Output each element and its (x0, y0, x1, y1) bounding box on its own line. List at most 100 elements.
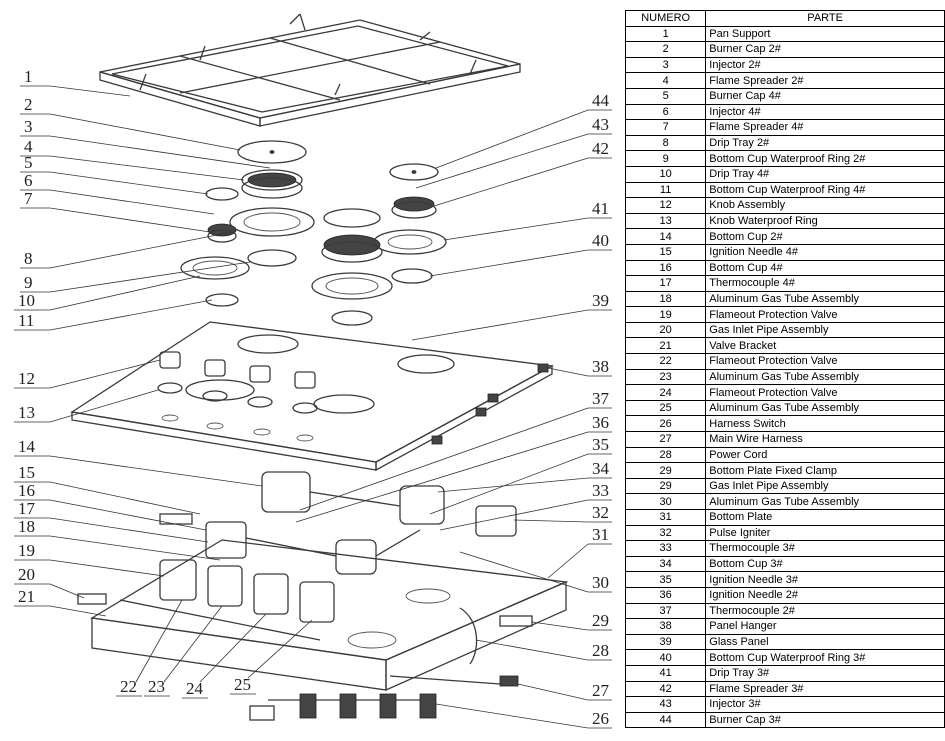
row-number: 16 (624, 259, 707, 277)
row-number: 28 (624, 446, 707, 464)
row-number: 44 (624, 711, 707, 729)
svg-text:12: 12 (18, 369, 35, 388)
row-part-name: Pan Support (705, 25, 945, 43)
svg-text:21: 21 (18, 587, 35, 606)
row-part-name: Flame Spreader 3# (705, 680, 945, 698)
row-part-name: Injector 2# (705, 56, 945, 74)
row-part-name: Bottom Cup 4# (705, 259, 945, 277)
row-number: 9 (624, 150, 707, 167)
row-part-name: Aluminum Gas Tube Assembly (705, 493, 945, 510)
row-number: 39 (624, 633, 707, 651)
callout-30: 30 (459, 551, 612, 593)
callout-43: 43 (415, 115, 612, 189)
callout-25: 25 (230, 619, 313, 695)
wire-harness (249, 607, 519, 721)
header-numero: NUMERO (624, 10, 707, 27)
callout-2: 2 (20, 95, 241, 151)
row-number: 29 (624, 462, 707, 479)
callout-31: 31 (547, 525, 612, 579)
svg-text:30: 30 (592, 573, 609, 592)
row-part-name: Burner Cap 3# (705, 711, 945, 729)
burner-2-stack (229, 140, 315, 267)
row-part-name: Knob Assembly (705, 197, 945, 214)
glass-panel (70, 321, 555, 472)
svg-text:20: 20 (18, 565, 35, 584)
row-number: 33 (624, 540, 707, 557)
svg-text:22: 22 (120, 677, 137, 696)
svg-text:2: 2 (24, 95, 33, 114)
row-number: 20 (624, 321, 707, 339)
svg-text:7: 7 (24, 189, 33, 208)
row-number: 30 (624, 493, 707, 510)
row-number: 1 (624, 25, 707, 43)
svg-text:16: 16 (18, 481, 35, 500)
row-part-name: Bottom Cup 2# (705, 228, 945, 245)
row-number: 34 (624, 555, 707, 573)
svg-text:38: 38 (592, 357, 609, 376)
row-part-name: Thermocouple 4# (705, 275, 945, 292)
row-part-name: Harness Switch (705, 415, 945, 433)
row-number: 36 (624, 586, 707, 604)
row-part-name: Bottom Cup Waterproof Ring 2# (705, 150, 945, 167)
callout-11: 11 (14, 299, 213, 331)
svg-text:13: 13 (18, 403, 35, 422)
row-number: 10 (624, 165, 707, 183)
row-part-name: Flame Spreader 4# (705, 119, 945, 136)
valves-and-cups (119, 471, 517, 641)
callout-4: 4 (20, 137, 245, 181)
callout-42: 42 (433, 139, 612, 207)
svg-text:33: 33 (592, 481, 609, 500)
row-part-name: Injector 4# (705, 103, 945, 121)
row-number: 17 (624, 275, 707, 292)
callout-37: 37 (299, 389, 612, 511)
callout-8: 8 (20, 231, 233, 269)
row-number: 27 (624, 431, 707, 448)
row-part-name: Ignition Needle 3# (705, 571, 945, 588)
svg-text:44: 44 (592, 91, 610, 110)
callout-20: 20 (14, 565, 85, 599)
row-number: 41 (624, 664, 707, 682)
row-part-name: Drip Tray 4# (705, 165, 945, 183)
svg-text:15: 15 (18, 463, 35, 482)
row-part-name: Burner Cap 4# (705, 87, 945, 105)
callout-17: 17 (14, 499, 209, 543)
svg-text:24: 24 (186, 679, 204, 698)
row-number: 42 (624, 680, 707, 698)
callout-16: 16 (14, 481, 207, 531)
row-part-name: Gas Inlet Pipe Assembly (705, 321, 945, 339)
row-number: 37 (624, 602, 707, 620)
row-part-name: Burner Cap 2# (705, 41, 945, 58)
callout-3: 3 (20, 117, 271, 169)
bottom-plate (90, 539, 569, 692)
svg-text:43: 43 (592, 115, 609, 134)
callout-18: 18 (14, 517, 221, 561)
row-number: 38 (624, 618, 707, 635)
callout-6: 6 (20, 171, 215, 215)
callout-28: 28 (475, 639, 612, 661)
row-number: 13 (624, 212, 707, 230)
callout-12: 12 (14, 359, 161, 389)
callout-38: 38 (547, 357, 612, 377)
row-number: 18 (624, 290, 707, 308)
svg-text:41: 41 (592, 199, 609, 218)
svg-text:10: 10 (18, 291, 35, 310)
row-part-name: Thermocouple 3# (705, 540, 945, 557)
callout-13: 13 (14, 389, 159, 423)
svg-text:5: 5 (24, 153, 33, 172)
